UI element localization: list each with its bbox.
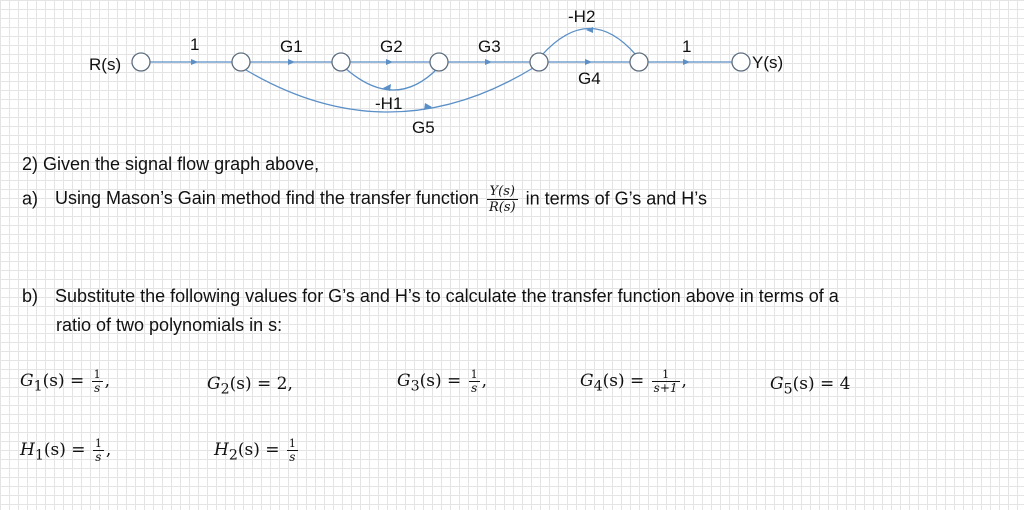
part-b-prefix: b) — [22, 286, 39, 306]
part-b-line2: ratio of two polynomials in s: — [56, 315, 283, 335]
branch-label-g4: G4 — [578, 69, 601, 88]
eq-g1-symbol: G — [20, 371, 34, 391]
signal-flow-graph: R(s) Y(s) 1 G1 G2 G3 G4 -H1 -H2 G5 1 — [89, 7, 783, 137]
eq-g2-sub: 2 — [220, 381, 230, 398]
eq-g4-sub: 4 — [593, 378, 603, 395]
part-a-text: Using Mason’s Gain method find the trans… — [55, 188, 479, 209]
eq-g2-symbol: G — [207, 374, 221, 394]
eq-g1-tail: , — [104, 371, 111, 391]
eq-g5-sub: 5 — [783, 381, 793, 398]
branch-g5 — [245, 67, 534, 113]
branch-label-g5: G5 — [412, 118, 435, 137]
eq-h2-symbol: H — [214, 440, 229, 460]
node-y — [731, 52, 751, 72]
eq-g1-sub: 1 — [33, 378, 43, 395]
tf-numerator: Y(s) — [486, 184, 518, 200]
branch-label-h1: -H1 — [375, 94, 402, 113]
eq-h1-sub: 1 — [34, 447, 44, 464]
branch-label-g1: G1 — [280, 37, 303, 56]
eq-g1-den: s — [94, 381, 101, 395]
eq-g1-arg: (s) = — [42, 371, 85, 391]
eq-g4-tail: , — [681, 371, 687, 391]
eq-g1-num: 1 — [91, 368, 103, 382]
eq-h1-arg: (s) = — [43, 440, 86, 460]
eq-h2-arg: (s) = — [237, 440, 280, 460]
arrow-icon — [424, 103, 432, 110]
arrow-icon — [383, 84, 391, 91]
tf-denominator: R(s) — [488, 200, 516, 215]
branch-label-1a: 1 — [190, 35, 199, 54]
eq-h1-symbol: H — [20, 440, 35, 460]
eq-g4-num: 1 — [651, 368, 680, 382]
arrow-icon — [191, 59, 198, 65]
node-2 — [331, 52, 351, 72]
output-label: Y(s) — [752, 53, 783, 72]
branch-label-h2: -H2 — [568, 7, 595, 26]
branch-label-g2: G2 — [380, 37, 403, 56]
eq-g3-den: s — [471, 381, 478, 395]
arrow-icon — [586, 27, 593, 33]
eq-h2-den: s — [289, 450, 296, 464]
eq-h1-num: 1 — [92, 437, 104, 451]
eq-g2: G2(s) = 2, — [207, 374, 293, 397]
eq-g5-symbol: G — [770, 374, 784, 394]
eq-g3-arg: (s) = — [419, 371, 462, 391]
arrow-icon — [386, 59, 393, 65]
eq-g4-arg: (s) = — [602, 371, 645, 391]
eq-g4-symbol: G — [580, 371, 594, 391]
input-label: R(s) — [89, 55, 121, 74]
node-5 — [629, 52, 649, 72]
branch-label-g3: G3 — [478, 37, 501, 56]
eq-g3-num: 1 — [468, 368, 480, 382]
arrow-icon — [288, 59, 295, 65]
part-b-text-1: Substitute the following values for G’s … — [55, 286, 839, 306]
arrow-icon — [683, 59, 690, 65]
transfer-function-fraction: Y(s) R(s) — [486, 184, 518, 215]
eq-g3-symbol: G — [397, 371, 411, 391]
eq-g4-den: s+1 — [653, 381, 678, 395]
eq-g5-rhs: (s) = 4 — [792, 374, 851, 394]
arrow-icon — [485, 59, 492, 65]
node-4 — [529, 52, 549, 72]
part-a-prefix: a) — [22, 188, 39, 209]
branch-h1 — [344, 67, 439, 91]
branch-label-1b: 1 — [682, 37, 691, 56]
part-a-line: a) Using Mason’s Gain method find the tr… — [22, 184, 707, 215]
part-a-suffix: in terms of G’s and H’s — [525, 188, 707, 209]
question-intro: 2) Given the signal flow graph above, — [22, 154, 320, 174]
eq-g3-tail: , — [481, 371, 488, 391]
eq-h2-num: 1 — [286, 437, 298, 451]
arrow-icon — [585, 59, 592, 65]
eq-h1-den: s — [95, 450, 102, 464]
eq-h2-sub: 2 — [228, 447, 238, 464]
eq-g2-rhs: (s) = 2, — [229, 374, 293, 394]
branch-h2 — [541, 27, 637, 56]
eq-g3-sub: 3 — [410, 378, 420, 395]
node-r — [131, 52, 151, 72]
node-3 — [429, 52, 449, 72]
eq-h1-tail: , — [105, 440, 112, 460]
eq-g5: G5(s) = 4 — [770, 374, 850, 397]
node-1 — [231, 52, 251, 72]
part-b-line1: b) Substitute the following values for G… — [22, 286, 839, 307]
